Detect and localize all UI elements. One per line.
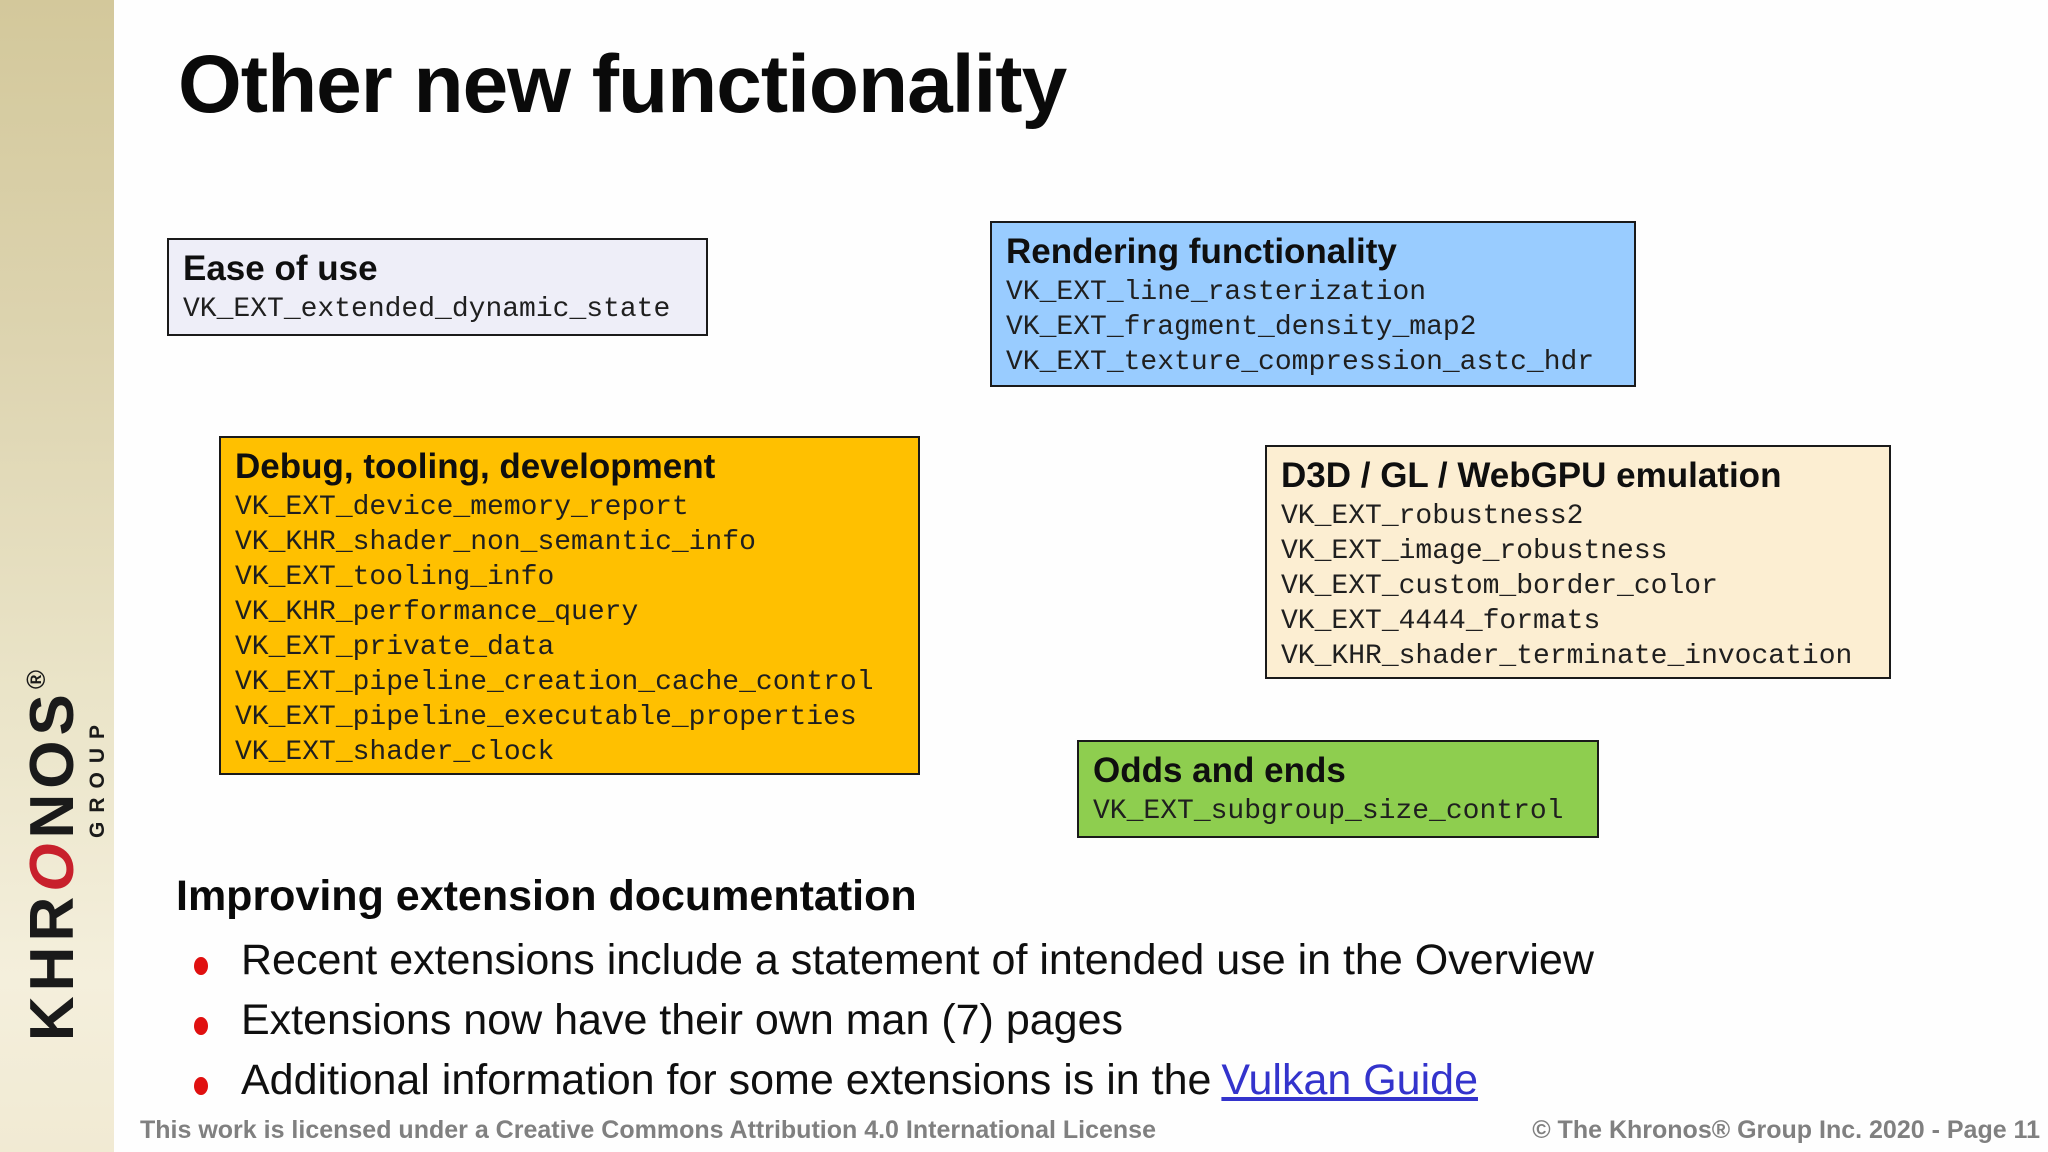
bullet-item: Additional information for some extensio… [194,1056,1594,1116]
logo-group-text: GROUP [86,716,109,839]
extension-name: VK_EXT_tooling_info [235,562,555,593]
bullet-icon [194,1017,208,1035]
box-title: D3D / GL / WebGPU emulation [1281,456,1782,495]
sidebar: KHRONOS® GROUP [0,0,114,1152]
extension-name: VK_KHR_shader_non_semantic_info [235,527,756,558]
box-title: Ease of use [183,249,378,288]
extension-name: VK_EXT_pipeline_creation_cache_control [235,667,874,698]
bullet-item: Extensions now have their own man (7) pa… [194,996,1594,1056]
extension-name: VK_EXT_shader_clock [235,737,555,768]
docs-bullet-list: Recent extensions include a statement of… [194,936,1594,1116]
logo-red-o-icon: O [18,838,87,892]
registered-mark: ® [21,670,51,690]
extension-name: VK_EXT_fragment_density_map2 [1006,312,1477,343]
bullet-text: Recent extensions include a statement of… [241,936,1594,984]
bullet-text: Additional information for some extensio… [241,1056,1212,1104]
extension-name: VK_EXT_extended_dynamic_state [183,294,671,325]
box-debug-tooling-development: Debug, tooling, development VK_EXT_devic… [219,436,920,775]
bullet-text: Extensions now have their own man (7) pa… [241,996,1123,1044]
bullet-item: Recent extensions include a statement of… [194,936,1594,996]
extension-name: VK_KHR_performance_query [235,597,639,628]
box-odds-and-ends: Odds and ends VK_EXT_subgroup_size_contr… [1077,740,1599,838]
vulkan-guide-link[interactable]: Vulkan Guide [1221,1056,1478,1104]
extension-name: VK_EXT_private_data [235,632,555,663]
footer: This work is licensed under a Creative C… [0,1116,2048,1152]
extension-name: VK_EXT_image_robustness [1281,536,1668,567]
bullet-icon [194,1077,208,1095]
extension-name: VK_EXT_robustness2 [1281,501,1584,532]
extension-name: VK_KHR_shader_terminate_invocation [1281,641,1853,672]
extension-name: VK_EXT_4444_formats [1281,606,1601,637]
logo-nos: NOS [18,689,87,839]
bullet-icon [194,957,208,975]
box-ease-of-use: Ease of use VK_EXT_extended_dynamic_stat… [167,238,708,336]
footer-license-text: This work is licensed under a Creative C… [140,1116,1156,1144]
box-d3d-gl-webgpu-emulation: D3D / GL / WebGPU emulation VK_EXT_robus… [1265,445,1891,679]
page-title: Other new functionality [178,39,1067,130]
box-title: Odds and ends [1093,751,1346,790]
extension-name: VK_EXT_line_rasterization [1006,277,1427,308]
extension-name: VK_EXT_pipeline_executable_properties [235,702,857,733]
docs-section-heading: Improving extension documentation [176,872,917,920]
box-title: Debug, tooling, development [235,447,716,486]
footer-copyright-text: © The Khronos® Group Inc. 2020 - Page 11 [1532,1116,2040,1144]
box-rendering-functionality: Rendering functionality VK_EXT_line_rast… [990,221,1636,387]
extension-name: VK_EXT_custom_border_color [1281,571,1718,602]
logo-khr: KHR [18,891,87,1042]
extension-name: VK_EXT_subgroup_size_control [1093,796,1564,827]
box-title: Rendering functionality [1006,232,1397,271]
extension-name: VK_EXT_texture_compression_astc_hdr [1006,347,1595,378]
khronos-logo: KHRONOS® GROUP [5,670,109,1140]
khronos-wordmark: KHRONOS® [5,670,87,1042]
extension-name: VK_EXT_device_memory_report [235,492,689,523]
